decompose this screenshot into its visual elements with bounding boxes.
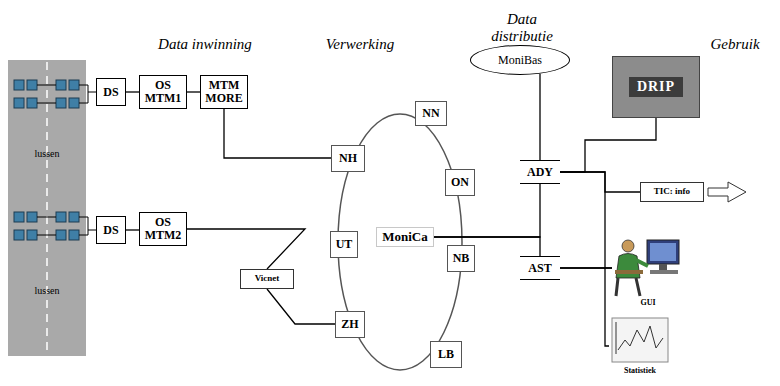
node-text: MTM MORE [205, 79, 243, 104]
node-text: NN [422, 107, 439, 120]
outstation-box: MTM MORE [200, 75, 248, 109]
connector-line [560, 172, 640, 192]
column-heading: Data distributie [480, 11, 564, 46]
operator-caption: GUI [612, 228, 684, 308]
node-text: TIC: info [654, 187, 690, 196]
loop-wires [37, 85, 96, 235]
node-text: MoniBas [498, 54, 542, 67]
node-text: ZH [341, 318, 358, 331]
node-text: MoniCa [382, 230, 428, 244]
node-text: NH [339, 152, 357, 165]
system-ellipse: MoniBas [470, 45, 570, 75]
loop-label: lussen [35, 148, 60, 159]
node-text: ON [451, 176, 469, 189]
connector-line [560, 268, 609, 346]
region-box: NB [447, 245, 475, 272]
region-box: UT [330, 231, 358, 258]
region-box: LB [430, 341, 462, 368]
node-text: Statistiek [624, 367, 656, 375]
node-text: Vicnet [255, 274, 280, 283]
node-text: GUI [640, 299, 655, 307]
column-heading: Data inwinning [158, 36, 252, 53]
region-box: ON [445, 169, 475, 196]
node-text: UT [336, 238, 353, 251]
distribution-bar: ADY [520, 160, 560, 184]
detection-loops [14, 80, 79, 240]
region-box: ZH [335, 311, 365, 338]
road-strip [8, 60, 86, 356]
station-box: DS [96, 216, 126, 244]
station-box: DS [96, 78, 126, 106]
connector-line [187, 229, 305, 269]
connector-line [224, 109, 331, 158]
system-box: MoniCa [376, 227, 434, 247]
column-heading: Gebruik [710, 36, 759, 53]
distribution-bar: AST [520, 256, 560, 280]
network-box: Vicnet [240, 269, 294, 289]
node-text: OS MTM2 [144, 216, 182, 241]
connector-line [126, 91, 139, 92]
node-text: DRIP [629, 77, 683, 98]
node-text: DS [103, 224, 118, 237]
node-text: AST [528, 262, 551, 275]
connector-line [267, 289, 335, 324]
connector-line [126, 229, 139, 230]
output-arrow [708, 182, 746, 202]
connector-line [187, 91, 200, 92]
connector-line [539, 74, 540, 160]
region-box: NN [415, 101, 447, 126]
output-box: TIC: info [640, 182, 704, 202]
node-text: DS [103, 86, 118, 99]
outstation-box: OS MTM1 [139, 75, 187, 109]
node-text: LB [438, 348, 454, 361]
loop-label: lussen [35, 285, 60, 296]
outstation-box: OS MTM2 [139, 212, 187, 246]
connector-line [560, 118, 656, 172]
region-box: NH [331, 145, 365, 172]
operator-icon [615, 240, 679, 296]
node-text: OS MTM1 [144, 79, 182, 104]
node-text: ADY [527, 166, 553, 179]
node-text: NB [453, 252, 470, 265]
statistics-chart [612, 318, 668, 362]
lane-marking [46, 62, 48, 354]
column-heading: Verwerking [326, 36, 394, 53]
drip-sign: DRIP [612, 56, 700, 118]
chart-caption: Statistiek [609, 316, 671, 376]
connector-line [560, 172, 612, 268]
